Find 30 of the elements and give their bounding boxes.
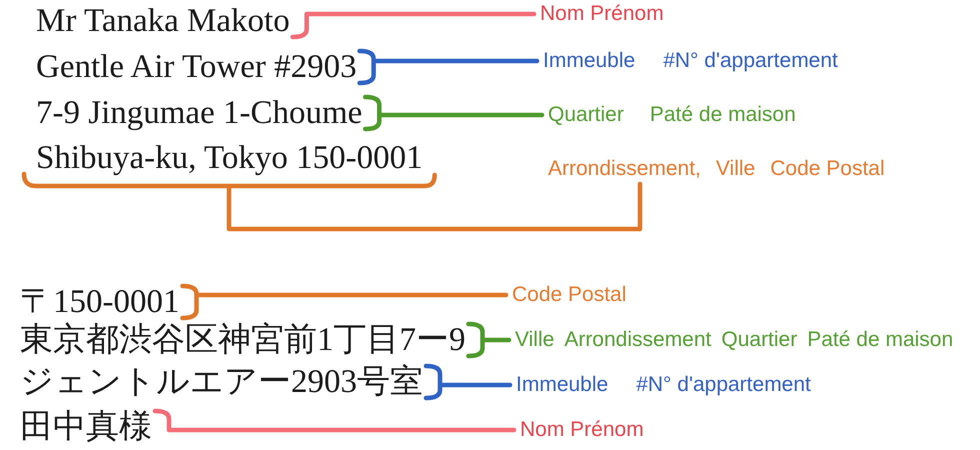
- annotation-label: Paté de maison: [650, 103, 796, 127]
- annotation-label: Paté de maison: [807, 328, 954, 352]
- bracket-leader-line: [290, 12, 536, 40]
- bracket-leader-line: [180, 284, 508, 320]
- bracket-leader-line: [152, 408, 516, 432]
- annotation-label: Nom Prénom: [540, 2, 664, 26]
- address-line: 7-9 Jingumae 1-Choume: [36, 94, 362, 132]
- address-line: 田中真様: [20, 408, 152, 446]
- annotation-label: Immeuble: [516, 373, 608, 397]
- annotation-label: Ville: [515, 328, 554, 352]
- bracket-leader-line: [363, 94, 544, 132]
- bracket-leader-line: [22, 172, 642, 232]
- annotation-label: Code Postal: [770, 157, 885, 181]
- address-line: Shibuya-ku, Tokyo 150-0001: [36, 139, 423, 177]
- annotation-label: Ville: [716, 157, 756, 181]
- annotation-label: Quartier: [721, 328, 798, 352]
- bracket-leader-line: [357, 48, 540, 86]
- annotation-label: Quartier: [548, 103, 624, 127]
- address-line: Gentle Air Tower #2903: [36, 48, 357, 86]
- address-line: 〒150-0001: [20, 283, 180, 321]
- annotation-label: Immeuble: [543, 49, 636, 73]
- annotation-label: Nom Prénom: [520, 418, 644, 442]
- annotation-label: #N° d'appartement: [663, 49, 838, 73]
- annotation-label: Arrondissement,: [548, 157, 701, 181]
- address-line: ジェントルエアー2903号室: [20, 363, 423, 401]
- annotation-label: Arrondissement: [564, 328, 712, 352]
- annotation-label: Code Postal: [512, 283, 626, 307]
- annotation-label: #N° d'appartement: [636, 373, 811, 397]
- address-line: 東京都渋谷区神宮前1丁目7ー9: [20, 321, 466, 359]
- address-line: Mr Tanaka Makoto: [36, 2, 290, 40]
